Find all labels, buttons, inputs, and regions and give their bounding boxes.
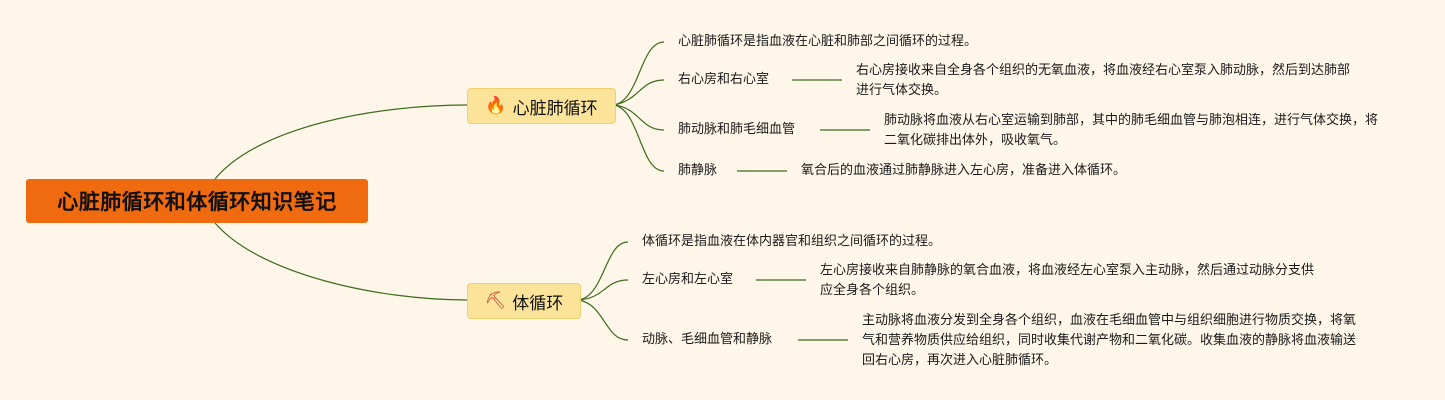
detail-right-atrium-ventricle[interactable]: 右心房接收来自全身各个组织的无氧血液，将血液经右心室泵入肺动脉，然后到达肺部进行…	[856, 63, 1351, 98]
branch-label: 心脏肺循环	[512, 98, 598, 119]
edge-b2-item-2	[578, 299, 629, 341]
branch-node-pulmonary[interactable]: 🔥 心脏肺循环	[467, 88, 616, 124]
edge-b2-item-1	[578, 279, 629, 301]
fire-icon: 🔥	[485, 95, 507, 116]
detail-arteries-capillaries-veins[interactable]: 主动脉将血液分发到全身各个组织，血液在毛细血管中与组织细胞进行物质交换，将氧气和…	[862, 313, 1357, 368]
node-right-atrium-ventricle[interactable]: 右心房和右心室	[678, 72, 770, 87]
edge-b1-definition	[613, 41, 665, 106]
edge-root-branch-2	[214, 222, 468, 301]
node-pulmonary-artery-capillaries[interactable]: 肺动脉和肺毛细血管	[678, 122, 796, 137]
tools-icon: ⛏	[484, 290, 507, 311]
edge-b2-definition	[578, 241, 629, 301]
detail-left-atrium-ventricle[interactable]: 左心房接收来自肺静脉的氧合血液，将血液经左心室泵入主动脉，然后通过动脉分支供应全…	[820, 263, 1315, 298]
edge-b1-item-3	[613, 104, 665, 172]
branch-label: 体循环	[512, 293, 564, 314]
detail-pulmonary-vein[interactable]: 氧合后的血液通过肺静脉进入左心房，准备进入体循环。	[801, 163, 1127, 178]
edge-b1-item-1	[613, 79, 665, 106]
edge-root-branch-1	[214, 104, 468, 180]
edge-b1-item-2	[613, 104, 665, 131]
root-node-title[interactable]: 心脏肺循环和体循环知识笔记	[26, 179, 368, 223]
node-pulmonary-definition[interactable]: 心脏肺循环是指血液在心脏和肺部之间循环的过程。	[678, 34, 978, 49]
node-systemic-definition[interactable]: 体循环是指血液在体内器官和组织之间循环的过程。	[642, 234, 942, 249]
node-arteries-capillaries-veins[interactable]: 动脉、毛细血管和静脉	[642, 332, 773, 347]
branch-node-systemic[interactable]: ⛏ 体循环	[467, 283, 581, 319]
detail-pulmonary-artery-capillaries[interactable]: 肺动脉将血液从右心室运输到肺部，其中的肺毛细血管与肺泡相连，进行气体交换，将二氧…	[884, 113, 1379, 148]
node-pulmonary-vein[interactable]: 肺静脉	[678, 163, 718, 178]
node-left-atrium-ventricle[interactable]: 左心房和左心室	[642, 272, 734, 287]
